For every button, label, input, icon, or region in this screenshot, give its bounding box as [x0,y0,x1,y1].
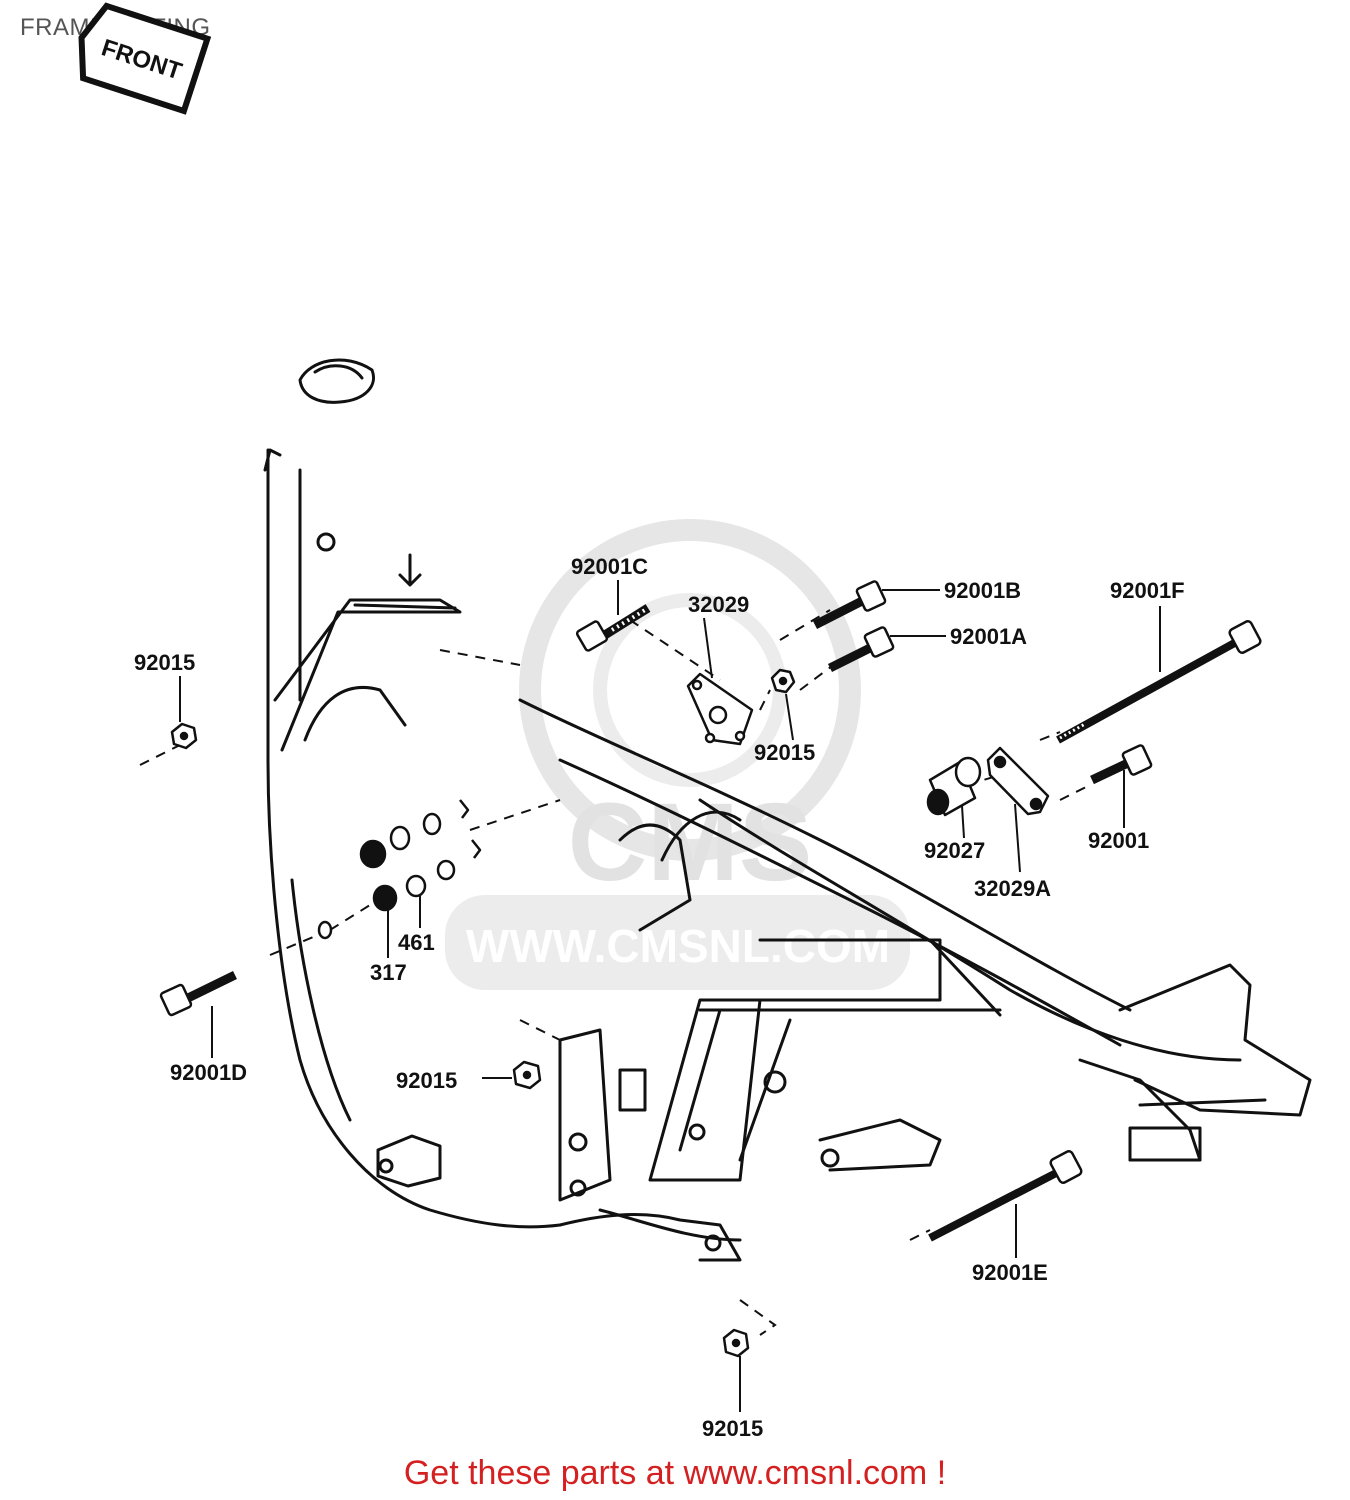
footer-link[interactable]: Get these parts at www.cmsnl.com ! [403,1454,947,1492]
collar-92027 [926,756,982,817]
part-label: 317 [370,960,407,985]
part-label: 92015 [134,650,195,675]
nut-92015-bottom [722,1328,750,1358]
part-label: 92001E [972,1260,1048,1285]
part-label: 92015 [702,1416,763,1441]
nut-92015-left [170,722,198,750]
bolt-92001C [575,604,651,652]
watermark-brand: CMS [568,781,812,904]
bolt-92001A [827,626,895,673]
part-label: 92001B [944,578,1021,603]
part-label: 92001D [170,1060,247,1085]
watermark-url: WWW.CMSNL.COM [466,920,890,972]
part-label: 461 [398,930,435,955]
plate-32029 [686,672,754,746]
part-label: 92015 [754,740,815,765]
front-arrow: FRONT [78,2,212,115]
part-label: 92001 [1088,828,1149,853]
bolt-92001 [1090,744,1153,785]
bolt-92001E [928,1150,1083,1242]
part-label: 92027 [924,838,985,863]
leader-lines [179,580,1161,1412]
bolt-92001B [812,580,887,630]
watermark-logo: CMS WWW.CMSNL.COM [445,519,910,990]
part-label: 92001F [1110,578,1185,603]
plate-32029A [986,746,1050,816]
part-label: 32029A [974,876,1051,901]
hardware [159,580,1262,1358]
bolt-92001F [1056,620,1262,744]
grommets [317,799,482,940]
part-labels: 92001C 32029 92001B 92001A 92001F 92015 … [134,554,1185,1441]
bolt-92001D [159,970,237,1017]
part-label: 92015 [396,1068,457,1093]
frame [263,358,1312,1262]
part-label: 32029 [688,592,749,617]
nut-92015-upper [770,668,796,694]
part-label: 92001C [571,554,648,579]
part-label: 92001A [950,624,1027,649]
nut-92015-middle [512,1060,542,1090]
